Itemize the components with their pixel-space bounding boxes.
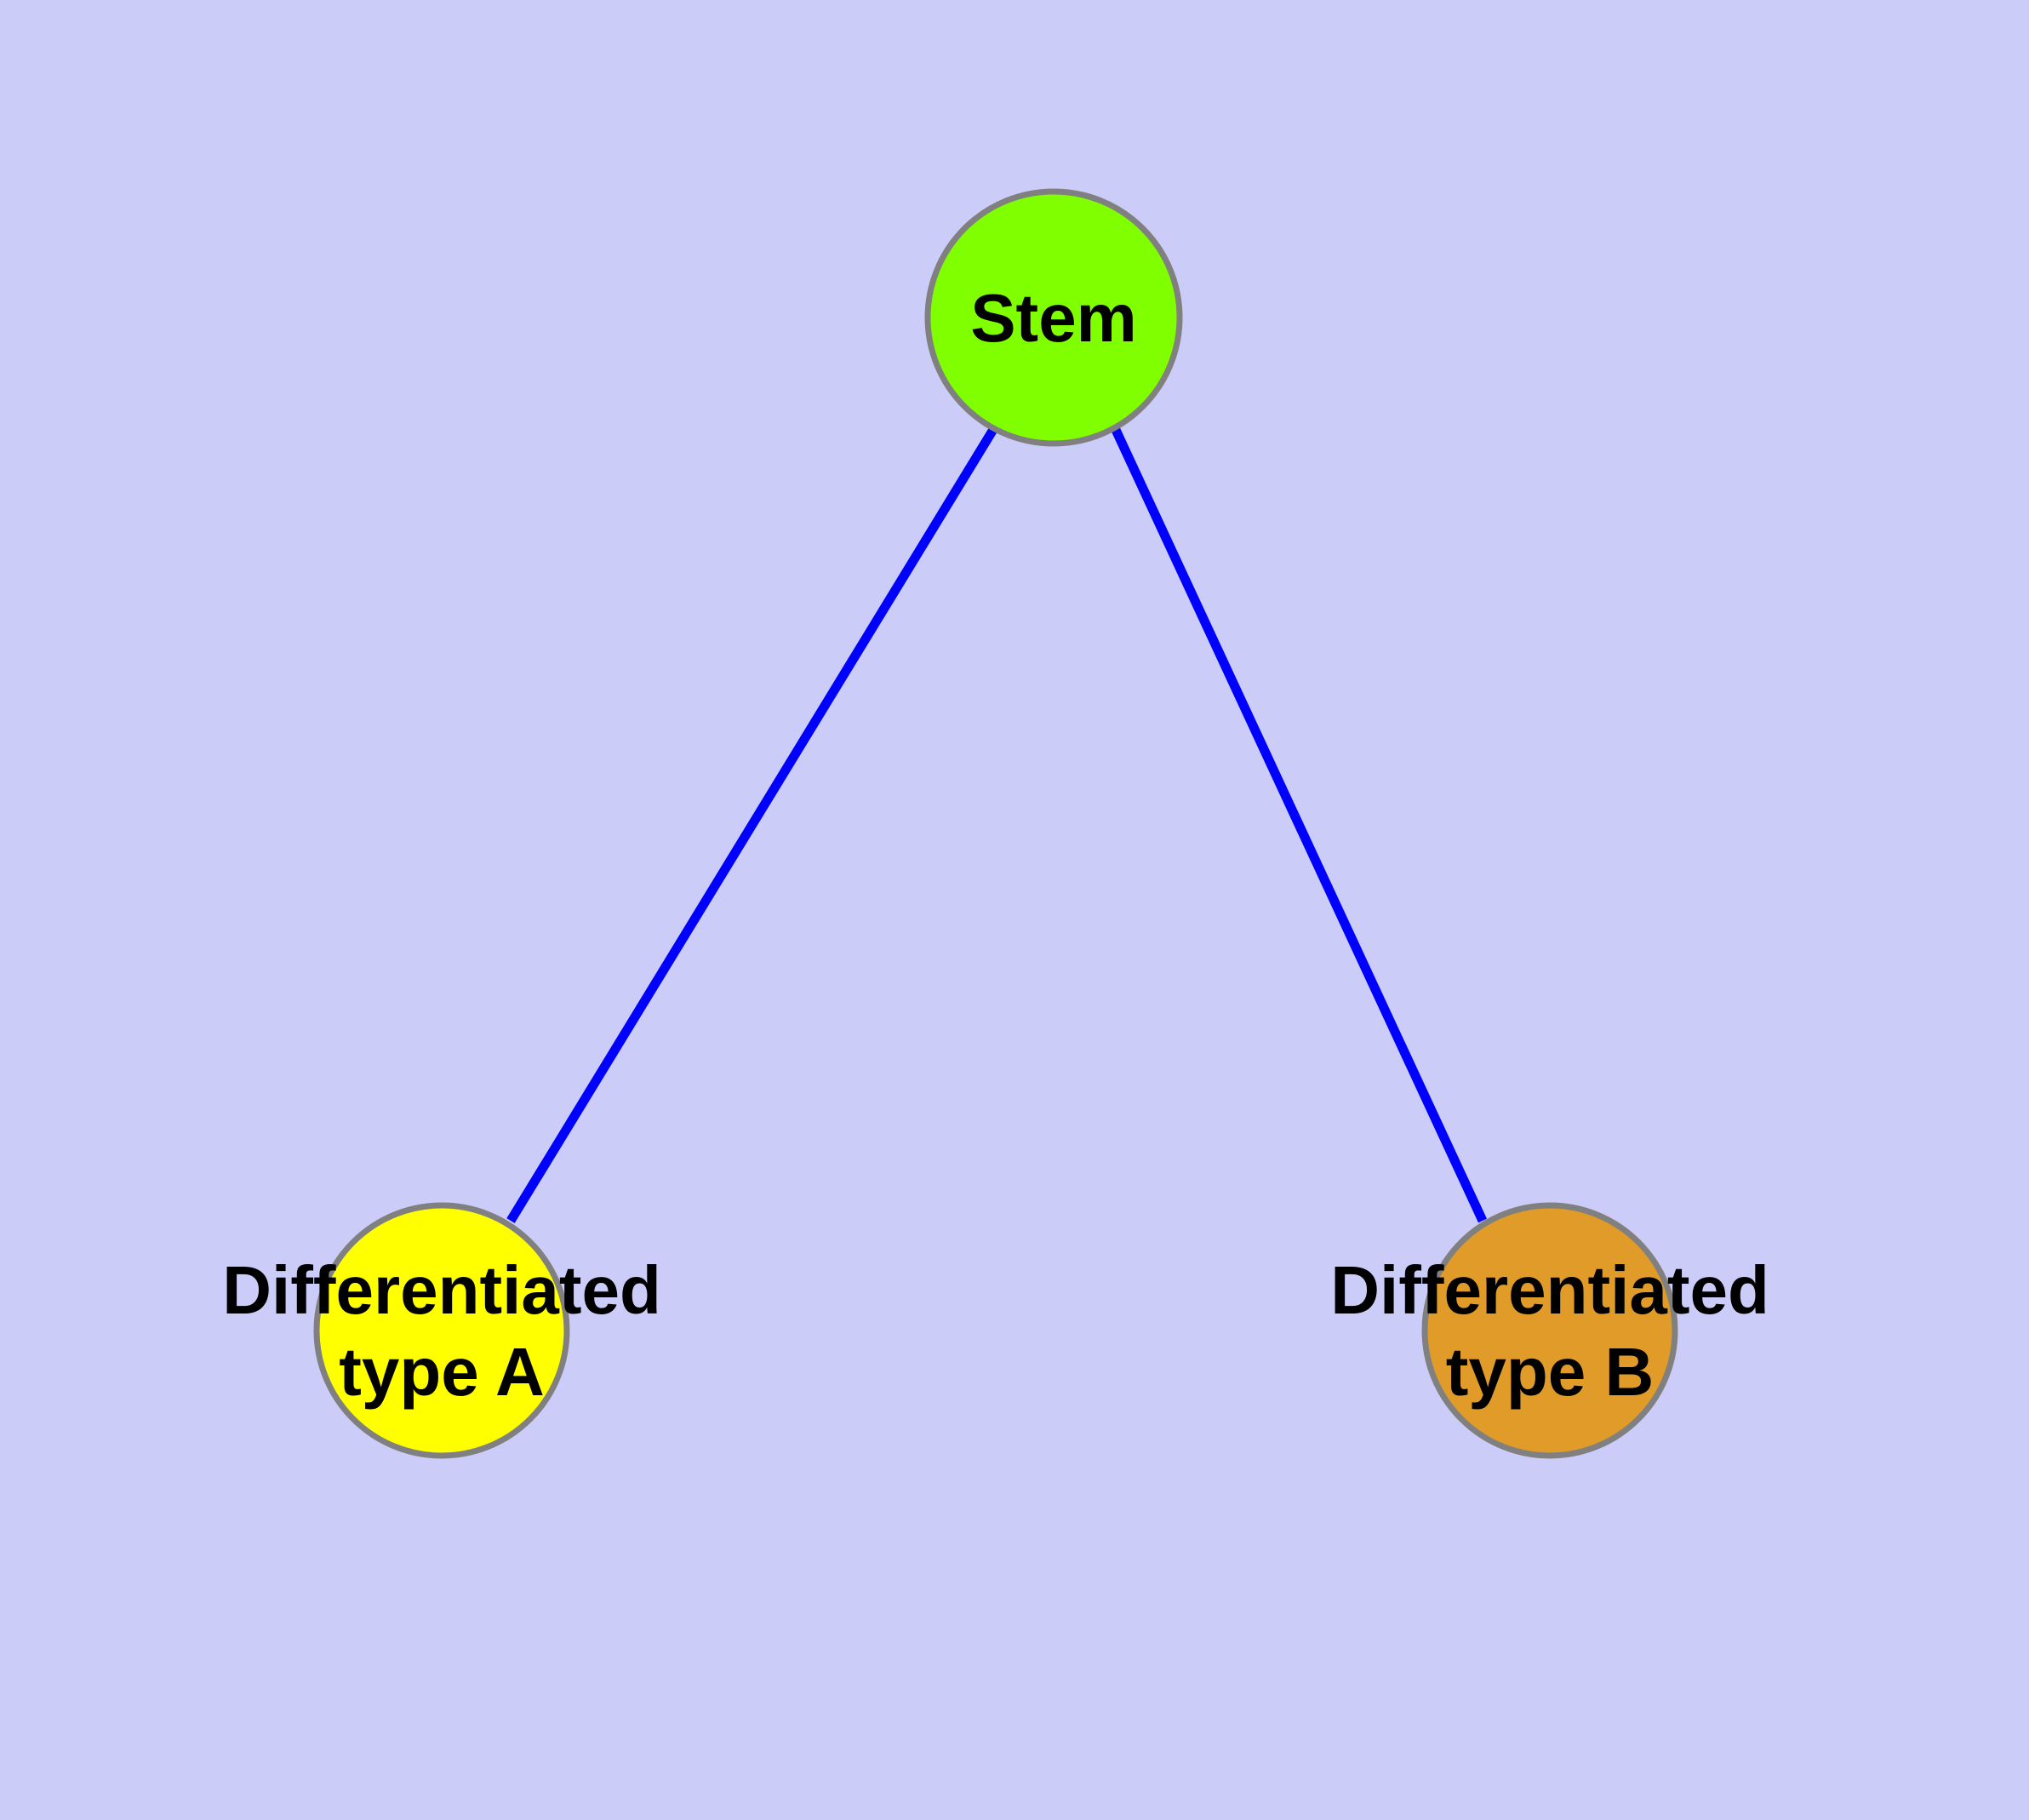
edge-stem-to-differentiated-type-a[interactable] xyxy=(506,426,998,1223)
node-differentiated-type-a-label-line-2: type A xyxy=(339,1334,545,1410)
node-stem-circle[interactable] xyxy=(924,188,1183,447)
node-differentiated-type-b-circle[interactable] xyxy=(1421,1202,1678,1459)
node-differentiated-type-b[interactable] xyxy=(1421,1202,1678,1459)
node-differentiated-type-a-label-line-1: Differentiated xyxy=(222,1252,661,1328)
edge-stem-to-differentiated-type-b[interactable] xyxy=(1112,427,1487,1223)
labels-layer: Stem Differentiated type A Differentiate… xyxy=(222,280,1769,1410)
nodes-layer xyxy=(313,188,1678,1459)
node-differentiated-type-b-label-line-2: type B xyxy=(1446,1334,1655,1410)
node-differentiated-type-a-circle[interactable] xyxy=(313,1202,570,1459)
node-stem[interactable] xyxy=(924,188,1183,447)
node-differentiated-type-b-label-line-1: Differentiated xyxy=(1330,1252,1769,1328)
node-stem-label-line-1: Stem xyxy=(970,280,1137,356)
node-differentiated-type-a[interactable] xyxy=(313,1202,570,1459)
edges-layer xyxy=(506,426,1487,1223)
